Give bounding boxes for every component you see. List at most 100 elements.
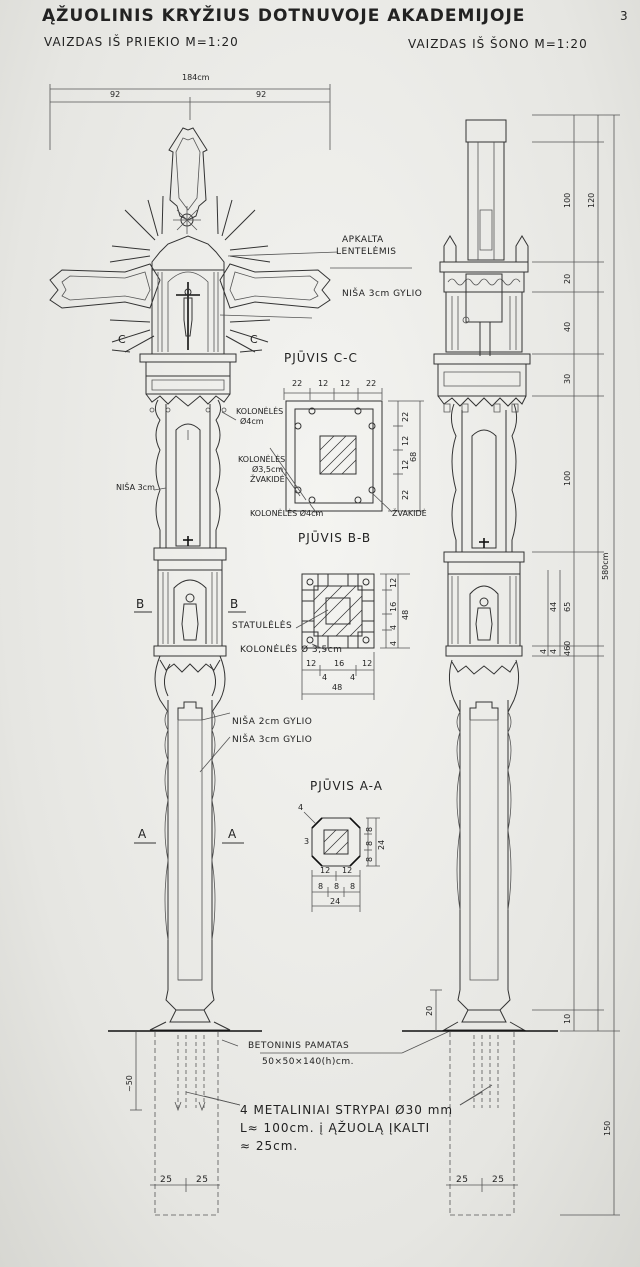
half-width-right-label: 92	[256, 90, 267, 99]
side-dim-120: 120	[587, 192, 596, 208]
side-dim-20-lower: 20	[425, 1005, 434, 1016]
aa-right-dim-3: 8	[365, 856, 374, 862]
aa-right-total: 24	[377, 839, 386, 850]
aa-right-dim-1: 8	[365, 826, 374, 832]
front-leader-lines	[154, 252, 492, 1105]
front-cross-top	[169, 128, 207, 220]
section-mark-a-left: A	[138, 827, 148, 841]
front-upper-shaft	[155, 400, 220, 548]
drawing-title: ĄŽUOLINIS KRYŽIUS DOTNUVOJE AKADEMIJOJE	[42, 6, 526, 26]
kolonetes-mid-size: Ø3,5cm	[252, 465, 284, 474]
cc-right-dim-1: 22	[401, 411, 410, 422]
front-section-marks	[112, 350, 262, 843]
section-cc-drawing	[270, 388, 424, 515]
footing-depth-label: ~50	[125, 1075, 134, 1092]
kolonetes-mid-label: KOLONĖLĖS	[238, 455, 286, 464]
aa-right-dim-2: 8	[365, 840, 374, 846]
side-base-25-left: 25	[456, 1175, 469, 1185]
lentelemis-label: LENTELĖMIS	[336, 247, 397, 257]
aa-dim-4: 4	[298, 803, 304, 812]
cc-top-dim-1: 22	[292, 379, 303, 388]
front-head-shrine	[140, 236, 236, 412]
side-dim-30: 30	[563, 373, 572, 384]
section-bb-drawing	[296, 574, 410, 700]
strypai-line-1: 4 METALINIAI STRYPAI Ø30 mm	[240, 1103, 454, 1117]
section-bb-title: PJŪVIS B-B	[298, 531, 372, 545]
bb-right-dim-2: 16	[389, 601, 398, 612]
side-dim-44: 44	[549, 601, 558, 612]
half-width-left-label: 92	[110, 90, 121, 99]
nisa-3cm-label: NIŠA 3cm	[116, 483, 155, 492]
cc-right-dim-4: 22	[401, 489, 410, 500]
cc-top-dim-2: 12	[318, 379, 329, 388]
apkalta-label: APKALTA	[342, 235, 384, 245]
width-total-label: 184cm	[182, 73, 210, 82]
front-base-25-left: 25	[160, 1175, 173, 1185]
front-cross-arms	[50, 264, 330, 308]
side-dim-100-top: 100	[563, 192, 572, 208]
section-mark-a-right: A	[228, 827, 238, 841]
section-cc-title: PJŪVIS C-C	[284, 351, 358, 365]
cc-kolonetes-label: KOLONĖLĖS Ø4cm	[250, 509, 324, 518]
bb-right-dim-4: 4	[389, 640, 398, 646]
bb-bottom-dim-3: 12	[362, 659, 373, 668]
front-width-dimension	[50, 84, 330, 150]
nisa-3cm-gylio-top-label: NIŠA 3cm GYLIO	[342, 289, 423, 299]
bb-bottom-small-2: 4	[350, 673, 356, 682]
bb-bottom-dim-2: 16	[334, 659, 345, 668]
aa-dim-3: 3	[304, 837, 310, 846]
bb-right-dim-1: 12	[389, 577, 398, 588]
aa-bottom-total: 24	[330, 897, 341, 906]
cc-right-total: 68	[409, 451, 418, 462]
bb-bottom-dim-1: 12	[306, 659, 317, 668]
strypai-line-3: ≈ 25cm.	[240, 1139, 299, 1153]
side-vertical-dimensions	[430, 115, 620, 1215]
front-view-caption: VAIZDAS IŠ PRIEKIO M=1:20	[44, 35, 239, 49]
bb-right-total: 48	[401, 609, 410, 620]
side-dim-20-upper: 20	[563, 273, 572, 284]
aa-bottom-small-1: 8	[318, 882, 324, 891]
side-dim-40: 40	[563, 321, 572, 332]
bb-statuletes-label: STATULĖLĖS	[232, 621, 293, 631]
bb-right-dim-3: 4	[389, 624, 398, 630]
aa-bottom-dim-1: 12	[320, 866, 331, 875]
aa-bottom-small-3: 8	[350, 882, 356, 891]
front-sun-rays	[110, 196, 270, 352]
side-dim-65: 65	[563, 601, 572, 612]
page-number: 3	[620, 9, 629, 23]
nisa-2cm-gylio-label: NIŠA 2cm GYLIO	[232, 717, 313, 727]
strypai-line-2: L≈ 100cm. į ĄŽUOLĄ ĮKALTI	[240, 1121, 431, 1135]
side-view-post	[402, 120, 558, 1215]
cc-top-dim-3: 12	[340, 379, 351, 388]
bb-bottom-small-1: 4	[322, 673, 328, 682]
front-statue-niche	[154, 548, 226, 656]
section-mark-c-right: C	[250, 333, 259, 346]
section-mark-c-left: C	[118, 333, 127, 346]
section-aa-drawing	[304, 812, 380, 912]
front-lower-shaft	[150, 656, 230, 1030]
front-base-25-right: 25	[196, 1175, 209, 1185]
betoninis-pamatas-size: 50×50×140(h)cm.	[262, 1057, 354, 1067]
kolonetes-upper-label: KOLONĖLĖS	[236, 407, 284, 416]
bb-kolonetes-label: KOLONĖLĖS Ø 3,5cm	[240, 645, 343, 655]
side-base-25-right: 25	[492, 1175, 505, 1185]
aa-bottom-dim-2: 12	[342, 866, 353, 875]
betoninis-pamatas-label: BETONINIS PAMATAS	[248, 1041, 350, 1051]
side-view-caption: VAIZDAS IŠ ŠONO M=1:20	[408, 37, 588, 51]
kolonetes-upper-size: Ø4cm	[240, 417, 264, 426]
side-dim-100-mid: 100	[563, 470, 572, 486]
cc-zvakide-label: ŽVAKIDĖ	[392, 509, 427, 518]
front-ground-and-footing	[108, 1031, 262, 1215]
side-dim-10: 10	[563, 1013, 572, 1024]
side-dim-4-b: 4	[549, 648, 558, 654]
bb-bottom-total: 48	[332, 683, 343, 692]
cc-top-dim-4: 22	[366, 379, 377, 388]
side-dim-580: 580cm	[601, 552, 610, 580]
side-dim-4-a: 4	[539, 648, 548, 654]
section-mark-b-right: B	[230, 597, 240, 611]
aa-bottom-small-2: 8	[334, 882, 340, 891]
side-dim-460: 460	[563, 640, 572, 656]
nisa-3cm-gylio-lower-label: NIŠA 3cm GYLIO	[232, 735, 313, 745]
